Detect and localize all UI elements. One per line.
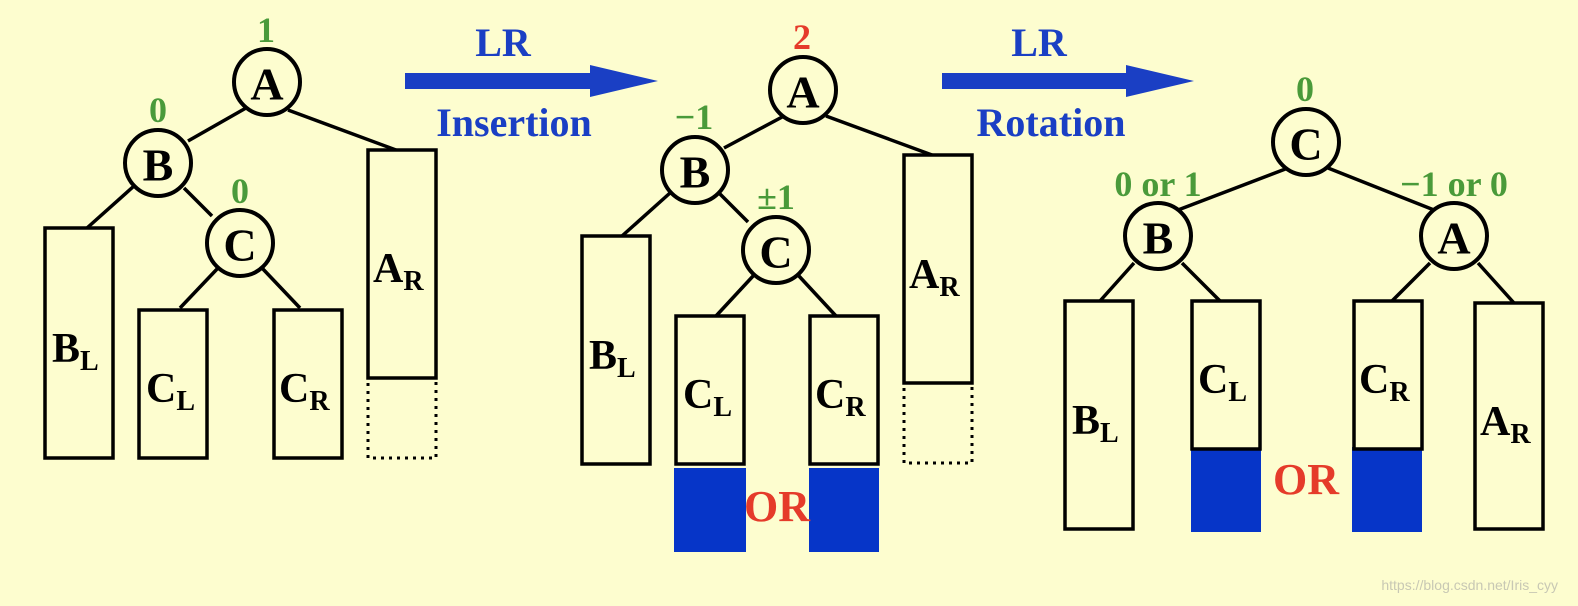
tree-after-rotation: OR BL CL CR AR C B A 0 0 or 1 xyxy=(1063,69,1545,532)
inserted-block-cl xyxy=(1191,447,1261,532)
arrow-right-icon xyxy=(942,65,1194,97)
balance-factor-c: 0 xyxy=(231,171,249,211)
node-a: A xyxy=(1419,201,1489,271)
edge-a-b xyxy=(187,106,247,143)
arrow-right-icon xyxy=(405,65,658,97)
svg-text:C: C xyxy=(223,220,256,271)
watermark-text: https://blog.csdn.net/Iris_cyy xyxy=(1381,577,1558,593)
arrow-lr-insertion: LR Insertion xyxy=(405,20,658,145)
svg-text:C: C xyxy=(759,227,792,278)
balance-factor-c: ±1 xyxy=(757,177,795,217)
arrow-2-top-label: LR xyxy=(1011,20,1068,65)
inserted-block-cl xyxy=(674,468,746,552)
subtree-ar-box xyxy=(1473,301,1545,531)
arrow-2-bottom-label: Rotation xyxy=(977,100,1126,145)
node-c: C xyxy=(205,208,275,278)
balance-factor-b: 0 xyxy=(149,90,167,130)
svg-text:C: C xyxy=(1289,119,1322,170)
subtree-cl-box xyxy=(674,314,746,466)
subtree-cl-label: CL xyxy=(683,372,732,423)
edge-a-ar xyxy=(1476,261,1516,305)
svg-text:B: B xyxy=(1143,213,1174,264)
edge-c-a xyxy=(1327,166,1435,212)
subtree-cl-label: CL xyxy=(1198,357,1247,408)
node-b: B xyxy=(660,135,730,205)
subtree-bl-box xyxy=(1063,299,1135,531)
edge-a-ar xyxy=(825,114,933,157)
edge-a-ar xyxy=(287,108,397,152)
edge-c-cr xyxy=(796,273,838,318)
edge-a-b xyxy=(723,114,785,150)
subtree-bl-box xyxy=(580,234,652,466)
inserted-block-cr xyxy=(1352,447,1422,532)
subtree-cr-box xyxy=(272,308,344,460)
balance-factor-a: 1 xyxy=(257,10,275,50)
svg-text:A: A xyxy=(250,59,283,110)
balance-factor-b: 0 or 1 xyxy=(1114,164,1201,204)
subtree-cr-box xyxy=(1352,299,1424,451)
balance-factor-b: −1 xyxy=(675,97,714,137)
balance-factor-a: −1 or 0 xyxy=(1400,164,1508,204)
subtree-bl-label: BL xyxy=(1072,398,1119,449)
balance-factor-a: 2 xyxy=(793,17,811,57)
edge-b-bl xyxy=(85,184,136,230)
svg-text:B: B xyxy=(680,147,711,198)
subtree-ar-label: AR xyxy=(1480,399,1531,450)
arrow-1-bottom-label: Insertion xyxy=(436,100,592,145)
subtree-bl-label: BL xyxy=(52,326,99,377)
subtree-ar-box xyxy=(366,148,438,380)
or-label: OR xyxy=(744,482,811,531)
edge-b-bl xyxy=(620,191,672,238)
arrow-1-top-label: LR xyxy=(475,20,532,65)
subtree-bl-box xyxy=(43,226,115,460)
node-b: B xyxy=(1123,201,1193,271)
edge-c-b xyxy=(1177,166,1289,212)
edge-c-cl xyxy=(178,266,220,310)
node-c: C xyxy=(1271,107,1341,177)
subtree-ar-extension xyxy=(366,376,438,460)
inserted-block-cr xyxy=(809,468,879,552)
subtree-ar-extension xyxy=(902,381,974,465)
subtree-ar-box xyxy=(902,153,974,385)
tree-before-insertion: BL CL CR AR A B C 1 0 0 xyxy=(43,10,438,460)
subtree-ar-label: AR xyxy=(373,246,424,297)
arrow-lr-rotation: LR Rotation xyxy=(942,20,1194,145)
node-b: B xyxy=(123,128,193,198)
edge-b-bl xyxy=(1098,261,1136,303)
subtree-cr-label: CR xyxy=(815,372,866,423)
subtree-bl-label: BL xyxy=(589,333,636,384)
edge-c-cl xyxy=(714,273,756,318)
edge-b-c xyxy=(718,192,750,224)
subtree-cr-box xyxy=(808,314,880,466)
svg-text:A: A xyxy=(786,67,819,118)
or-label: OR xyxy=(1273,455,1340,504)
balance-factor-c: 0 xyxy=(1296,69,1314,109)
edge-c-cr xyxy=(260,266,302,310)
subtree-cl-label: CL xyxy=(146,366,195,417)
subtree-ar-label: AR xyxy=(909,252,960,303)
edge-a-cr xyxy=(1390,261,1432,303)
svg-text:A: A xyxy=(1437,213,1470,264)
edge-b-c xyxy=(182,186,214,218)
node-a: A xyxy=(768,55,838,125)
node-a: A xyxy=(232,47,302,117)
subtree-cl-box xyxy=(1190,299,1262,451)
node-c: C xyxy=(741,215,811,285)
tree-after-insertion: OR BL CL CR AR A B C 2 −1 xyxy=(580,17,974,552)
subtree-cl-box xyxy=(137,308,209,460)
svg-text:B: B xyxy=(143,140,174,191)
subtree-cr-label: CR xyxy=(1359,357,1410,408)
subtree-cr-label: CR xyxy=(279,366,330,417)
edge-b-cl xyxy=(1180,261,1222,303)
